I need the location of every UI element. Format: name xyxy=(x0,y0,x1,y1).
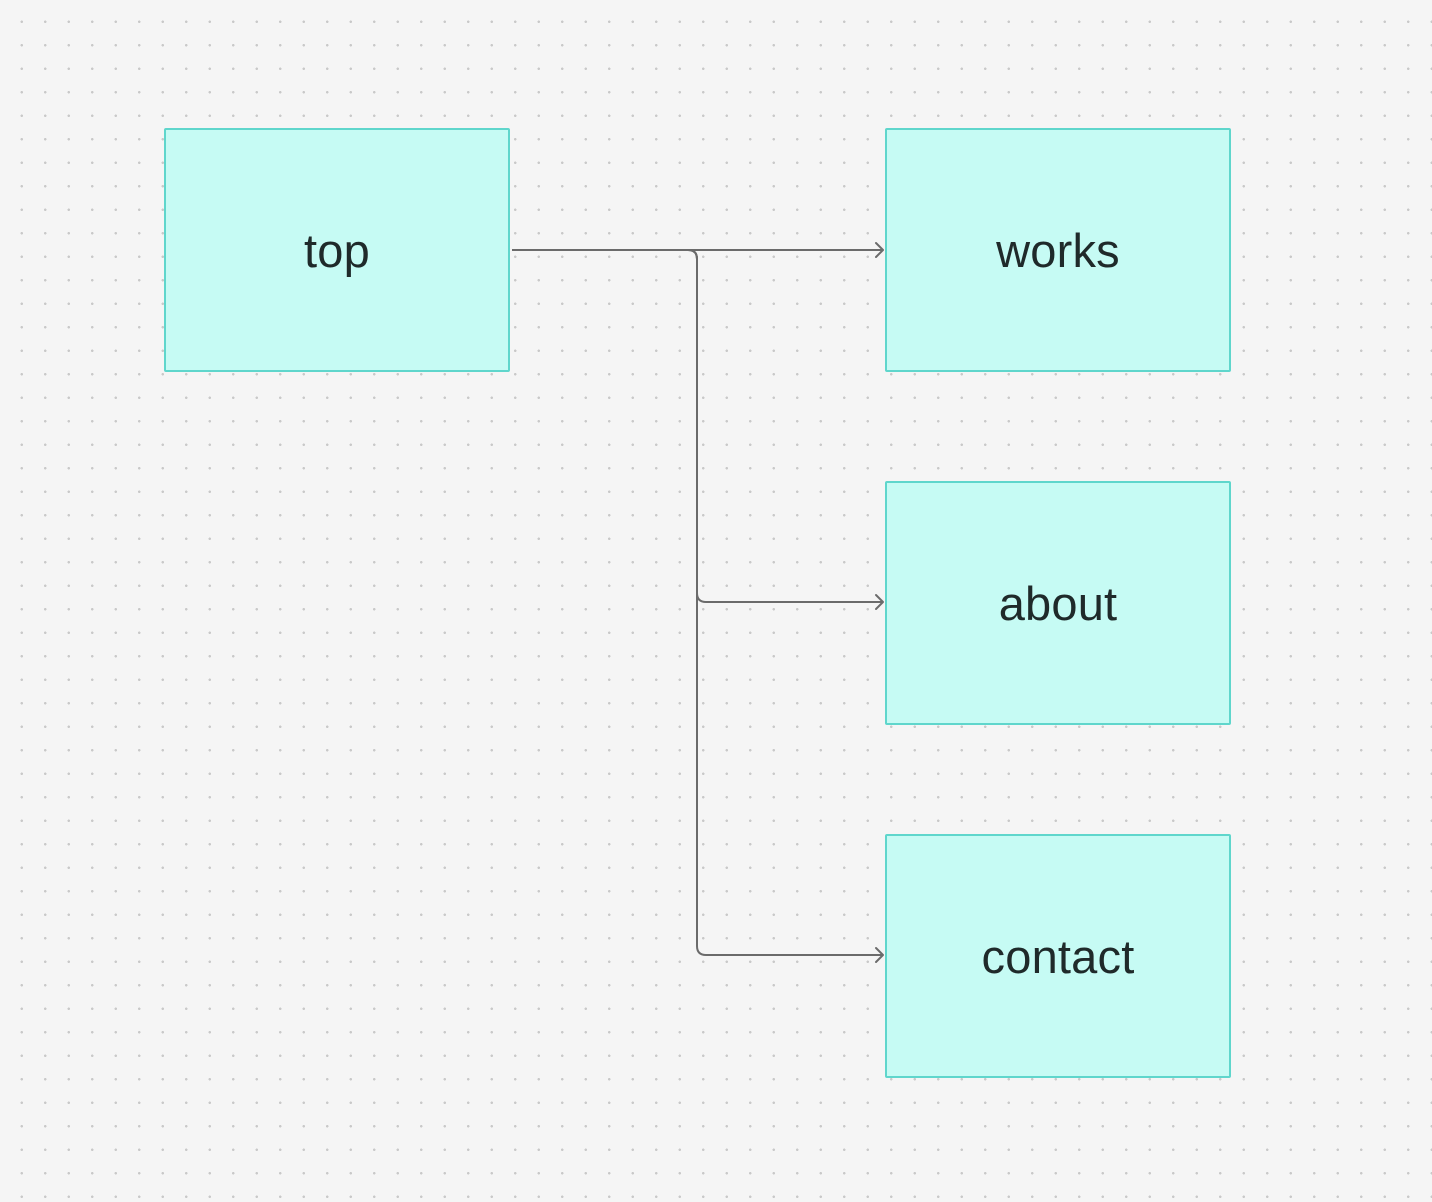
node-top[interactable]: top xyxy=(164,128,510,372)
node-works[interactable]: works xyxy=(885,128,1231,372)
node-label-contact: contact xyxy=(981,929,1135,983)
edge-line xyxy=(512,249,883,603)
edge-top-to-contact xyxy=(512,249,884,963)
arrowhead-icon xyxy=(875,594,884,610)
node-about[interactable]: about xyxy=(885,481,1231,725)
edge-line xyxy=(512,249,883,956)
arrowhead-icon xyxy=(875,947,884,963)
edge-top-to-works xyxy=(512,242,884,258)
node-label-works: works xyxy=(996,223,1120,277)
node-contact[interactable]: contact xyxy=(885,834,1231,1078)
arrowhead-icon xyxy=(875,242,884,258)
node-label-about: about xyxy=(998,576,1118,630)
node-label-top: top xyxy=(304,223,370,277)
edge-top-to-about xyxy=(512,249,884,610)
